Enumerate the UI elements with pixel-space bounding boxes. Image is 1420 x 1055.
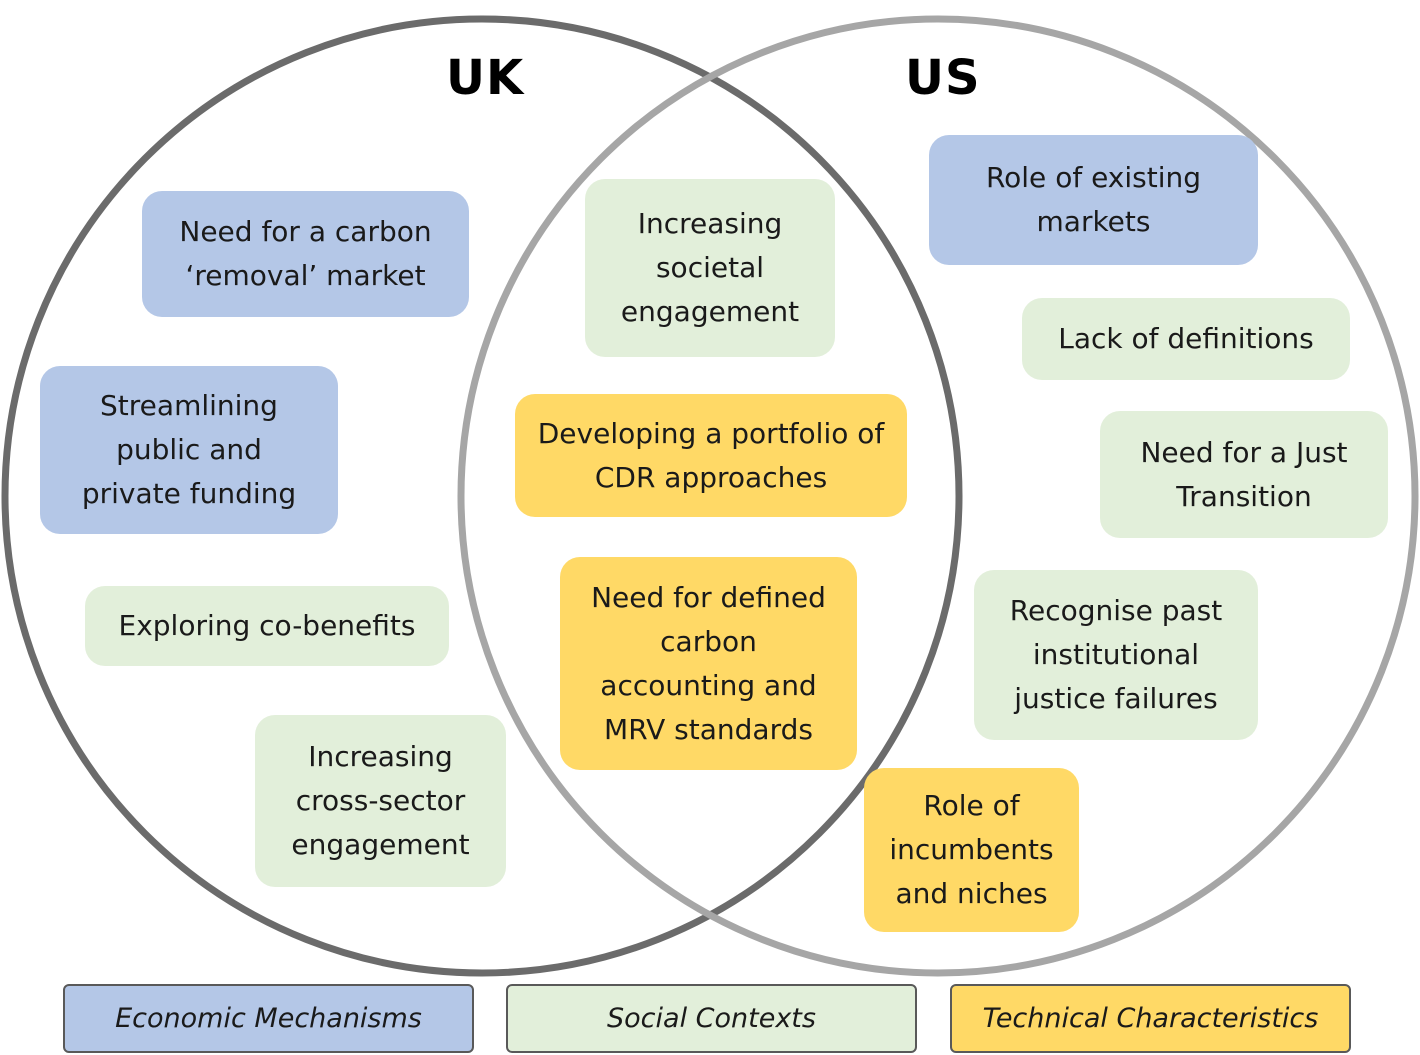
item-both-mrv: Need for defined carbon accounting and M… xyxy=(560,557,857,770)
item-us-definitions: Lack of definitions xyxy=(1022,298,1350,380)
item-uk-removal-market: Need for a carbon ‘removal’ market xyxy=(142,191,469,317)
item-us-incumbents: Role of incumbents and niches xyxy=(864,768,1079,932)
item-us-just-transition: Need for a Just Transition xyxy=(1100,411,1388,538)
legend-technical-characteristics: Technical Characteristics xyxy=(950,984,1351,1053)
item-uk-cobenefits: Exploring co-benefits xyxy=(85,586,449,666)
uk-circle xyxy=(1,15,963,977)
legend-economic-mechanisms: Economic Mechanisms xyxy=(63,984,474,1053)
item-us-justice-failures: Recognise past institutional justice fai… xyxy=(974,570,1258,740)
us-circle xyxy=(457,15,1419,977)
item-both-societal: Increasing societal engagement xyxy=(585,179,835,357)
uk-circle-title: UK xyxy=(446,50,525,106)
item-uk-cross-sector: Increasing cross-sector engagement xyxy=(255,715,506,887)
us-circle-title: US xyxy=(905,50,981,106)
legend-social-contexts: Social Contexts xyxy=(506,984,917,1053)
item-both-portfolio: Developing a portfolio of CDR approaches xyxy=(515,394,907,517)
item-us-existing-markets: Role of existing markets xyxy=(929,135,1258,265)
item-uk-funding: Streamlining public and private funding xyxy=(40,366,338,534)
